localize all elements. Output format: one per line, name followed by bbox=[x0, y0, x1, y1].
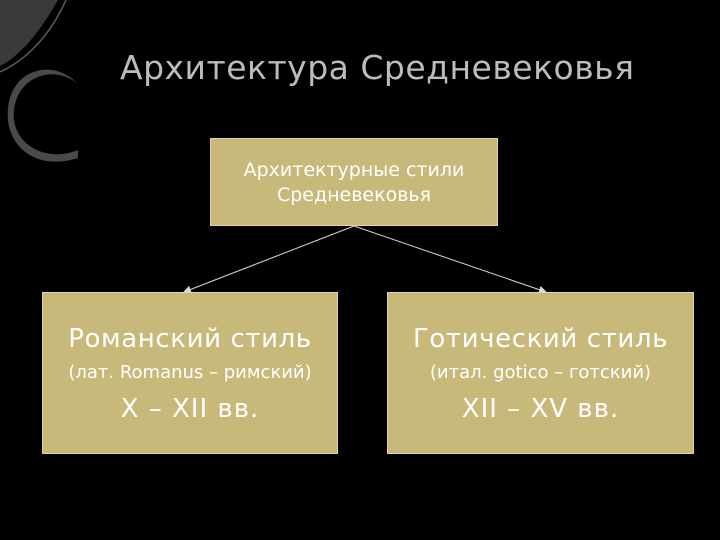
root-node-architectural-styles: Архитектурные стили Средневековья bbox=[210, 138, 498, 226]
node-gothic-style: Готический стиль (итал. gotico – готский… bbox=[387, 292, 694, 454]
upper-arc-shape bbox=[0, 0, 58, 66]
decorative-arc-ornament bbox=[0, 0, 78, 162]
root-node-line-1: Архитектурные стили bbox=[243, 159, 465, 181]
romanesque-period: X – XII вв. bbox=[120, 394, 260, 424]
gothic-period: XII – XV вв. bbox=[461, 394, 620, 424]
romanesque-name: Романский стиль bbox=[68, 324, 312, 354]
gothic-name: Готический стиль bbox=[412, 324, 669, 354]
connector-to-gothic bbox=[353, 225, 547, 294]
gothic-origin: (итал. gotico – готский) bbox=[429, 362, 652, 383]
slide-title: Архитектура Средневековья bbox=[120, 48, 635, 87]
romanesque-origin: (лат. Romanus – римский) bbox=[68, 362, 312, 383]
connector-to-romanesque bbox=[183, 225, 355, 294]
root-node-line-2: Средневековья bbox=[276, 184, 432, 206]
lower-arc-shape bbox=[7, 69, 78, 162]
node-romanesque-style: Романский стиль (лат. Romanus – римский)… bbox=[42, 292, 338, 454]
upper-arc-line bbox=[0, 0, 67, 73]
